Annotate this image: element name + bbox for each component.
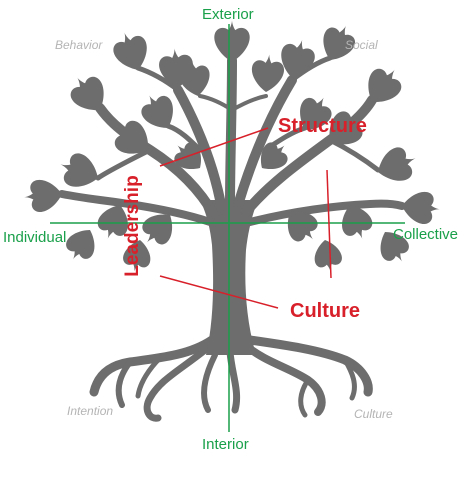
quadrant-label-behavior: Behavior [55, 38, 103, 52]
label-culture: Culture [290, 300, 360, 322]
quadrant-axes [50, 24, 405, 432]
connector-lines [159, 127, 332, 309]
axis-label-interior: Interior [202, 436, 249, 453]
structure-connector-line [159, 127, 269, 167]
tree-roots [89, 335, 373, 422]
label-leadership: Leadership [122, 175, 143, 277]
quadrant-label-culture: Culture [354, 407, 393, 421]
quadrant-label-social: Social [345, 38, 378, 52]
axis-label-exterior: Exterior [202, 6, 254, 23]
right-bracket-line [326, 169, 332, 279]
axis-label-individual: Individual [3, 229, 67, 246]
quadrant-label-intention: Intention [67, 404, 114, 418]
culture-connector-line [159, 275, 279, 309]
axis-label-collective: Collective [393, 226, 459, 243]
label-structure: Structure [278, 115, 367, 137]
